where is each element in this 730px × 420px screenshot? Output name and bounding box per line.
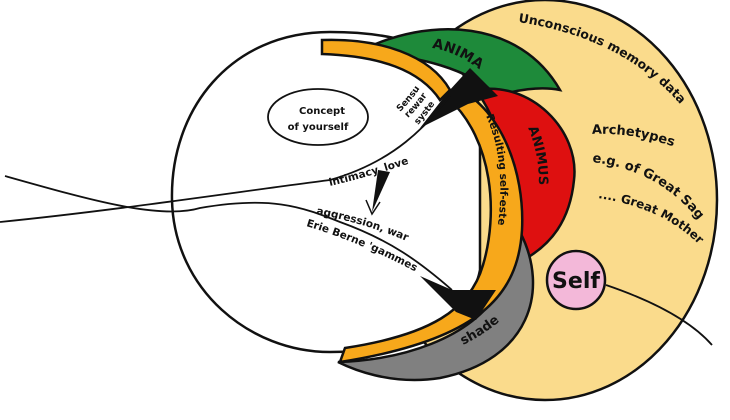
- concept-label-line2: of yourself: [288, 122, 349, 133]
- intimacy-arrow: [372, 170, 390, 212]
- concept-of-yourself-ellipse: [267, 88, 369, 146]
- self-label: Self: [552, 269, 600, 294]
- upper-orange-band: [320, 38, 452, 102]
- sensual-line: [0, 95, 451, 223]
- concept-label-line1: Concept: [299, 106, 345, 117]
- shade-arrow-wedge: [420, 276, 496, 320]
- anima-region: [353, 28, 563, 98]
- shade-region: [337, 228, 535, 382]
- sensual-arrow-wedge: [420, 68, 498, 128]
- self-line: [605, 284, 713, 346]
- intimacy-arrow-head: [365, 199, 381, 216]
- self-circle: [545, 249, 607, 311]
- aggression-line: [4, 175, 453, 291]
